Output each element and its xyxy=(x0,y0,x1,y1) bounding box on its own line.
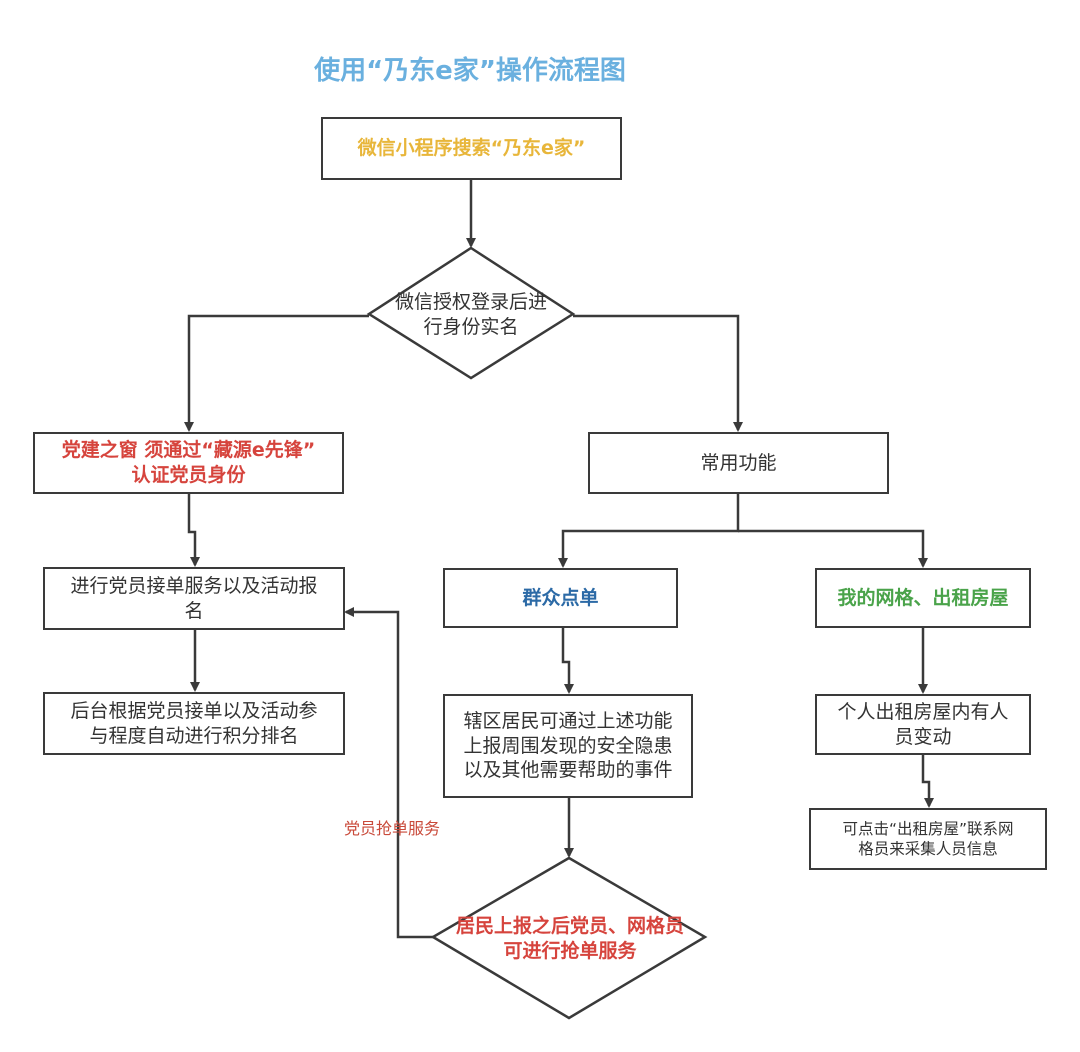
party-service-line-1: 进行党员接单服务以及活动报 xyxy=(70,574,318,597)
party-service-line-2: 名 xyxy=(184,599,204,622)
edge-auth-common xyxy=(573,314,743,432)
resident-report-line-1: 辖区居民可通过上述功能 xyxy=(463,709,673,732)
search-node: 微信小程序搜索“乃东e家” xyxy=(321,117,622,180)
my-grid-node: 我的网格、出租房屋 xyxy=(815,568,1031,628)
personal-rent-node: 个人出租房屋内有人 员变动 xyxy=(815,694,1031,755)
personal-rent-line-2: 员变动 xyxy=(894,725,952,748)
backend-rank-line-1: 后台根据党员接单以及活动参 xyxy=(70,699,318,722)
mass-order-label: 群众点单 xyxy=(522,586,599,609)
auth-line-1: 微信授权登录后进 xyxy=(394,291,547,313)
personal-rent-line-1: 个人出租房屋内有人 xyxy=(837,700,1009,723)
grab-order-line-2: 可进行抢单服务 xyxy=(503,939,637,962)
resident-report-node: 辖区居民可通过上述功能 上报周围发现的安全隐患 以及其他需要帮助的事件 xyxy=(443,694,693,798)
grab-order-node: 居民上报之后党员、网格员 可进行抢单服务 xyxy=(430,914,710,963)
party-window-line-2: 认证党员身份 xyxy=(131,464,246,486)
party-window-line-1: 党建之窗 须通过“藏源e先锋” xyxy=(61,439,316,462)
mass-order-node: 群众点单 xyxy=(443,568,678,628)
resident-report-line-3: 以及其他需要帮助的事件 xyxy=(463,759,673,782)
common-functions-label: 常用功能 xyxy=(700,451,777,474)
my-grid-label: 我的网格、出租房屋 xyxy=(837,586,1009,609)
edge-grab-service xyxy=(344,607,433,939)
contact-grid-line-1: 可点击“出租房屋”联系网 xyxy=(842,819,1014,838)
party-service-node: 进行党员接单服务以及活动报 名 xyxy=(43,567,345,630)
auth-node: 微信授权登录后进 行身份实名 xyxy=(380,290,562,339)
edge-party-service xyxy=(187,494,200,567)
edge-common-split xyxy=(558,494,740,568)
resident-report-line-2: 上报周围发现的安全隐患 xyxy=(463,734,673,757)
contact-grid-node: 可点击“出租房屋”联系网 格员来采集人员信息 xyxy=(809,808,1047,870)
edge-label-party-grab: 党员抢单服务 xyxy=(344,819,441,838)
backend-rank-line-2: 与程度自动进行积分排名 xyxy=(89,724,299,747)
diagram-title: 使用“乃东e家”操作流程图 xyxy=(314,56,626,86)
party-window-node: 党建之窗 须通过“藏源e先锋” 认证党员身份 xyxy=(33,432,344,494)
common-functions-node: 常用功能 xyxy=(588,432,889,494)
auth-line-2: 行身份实名 xyxy=(423,315,519,338)
edge-rent-contact xyxy=(921,755,934,808)
edge-auth-party xyxy=(184,314,369,432)
edge-common-grid xyxy=(738,529,928,568)
auth-diamond xyxy=(366,246,576,380)
grab-diamond xyxy=(430,856,708,1020)
backend-rank-node: 后台根据党员接单以及活动参 与程度自动进行积分排名 xyxy=(43,692,345,755)
search-node-label: 微信小程序搜索“乃东e家” xyxy=(357,137,586,160)
contact-grid-line-2: 格员来采集人员信息 xyxy=(858,840,998,858)
edge-mass-report xyxy=(561,628,574,694)
grab-order-line-1: 居民上报之后党员、网格员 xyxy=(455,915,684,937)
